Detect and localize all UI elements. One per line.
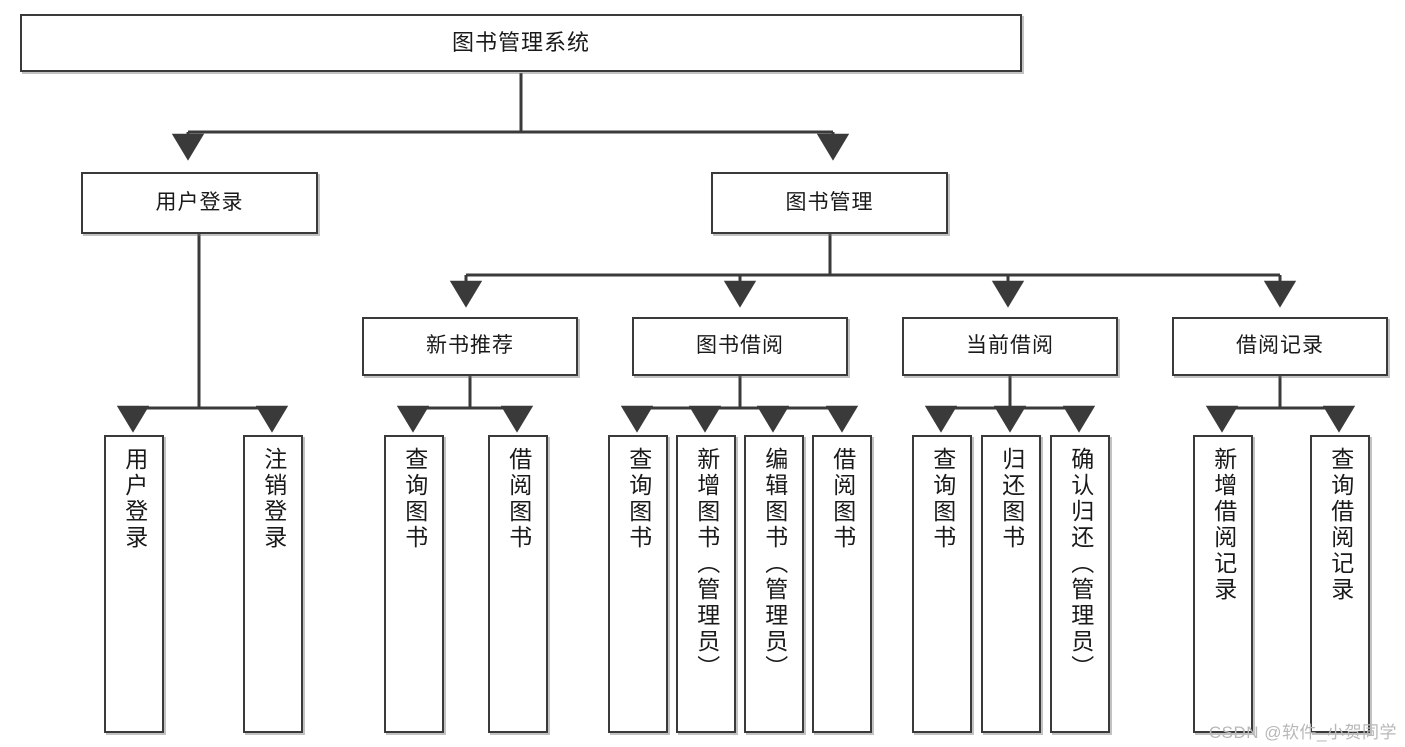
- node-leaf-query-book-1[interactable]: 查询图书: [384, 435, 444, 733]
- node-leaf-add-book[interactable]: 新增图书（管理员）: [676, 435, 736, 733]
- node-label: 当前借阅: [966, 334, 1054, 358]
- node-leaf-add-record[interactable]: 新增借阅记录: [1193, 435, 1253, 733]
- node-current-borrow[interactable]: 当前借阅: [902, 317, 1118, 376]
- node-book-manage[interactable]: 图书管理: [711, 172, 948, 234]
- csdn-watermark: CSDN @软件_小贺同学: [1208, 723, 1397, 742]
- node-label: 借阅记录: [1236, 334, 1324, 358]
- node-label: 图书借阅: [696, 334, 784, 358]
- node-label: 用户登录: [121, 447, 148, 551]
- node-label: 查询借阅记录: [1327, 447, 1354, 603]
- node-leaf-edit-book[interactable]: 编辑图书（管理员）: [744, 435, 804, 733]
- node-label: 用户登录: [155, 190, 244, 214]
- node-label: 归还图书: [998, 447, 1025, 551]
- node-leaf-user-login[interactable]: 用户登录: [104, 435, 164, 733]
- node-borrow-record[interactable]: 借阅记录: [1172, 317, 1388, 376]
- node-label: 图书管理: [785, 190, 874, 214]
- node-label: 借阅图书: [505, 447, 532, 551]
- node-leaf-borrow-book-2[interactable]: 借阅图书: [812, 435, 872, 733]
- node-label: 注销登录: [260, 447, 287, 551]
- node-label: 编辑图书（管理员）: [761, 447, 788, 681]
- node-label: 新增借阅记录: [1210, 447, 1237, 603]
- node-leaf-query-record[interactable]: 查询借阅记录: [1310, 435, 1370, 733]
- node-leaf-return-book[interactable]: 归还图书: [981, 435, 1041, 733]
- node-leaf-confirm-return[interactable]: 确认归还（管理员）: [1050, 435, 1110, 733]
- node-leaf-borrow-book-1[interactable]: 借阅图书: [488, 435, 548, 733]
- node-label: 查询图书: [929, 447, 956, 551]
- node-leaf-query-book-3[interactable]: 查询图书: [912, 435, 972, 733]
- node-leaf-query-book-2[interactable]: 查询图书: [608, 435, 668, 733]
- node-label: 确认归还（管理员）: [1067, 447, 1094, 681]
- node-book-borrow[interactable]: 图书借阅: [632, 317, 848, 376]
- node-leaf-user-logout[interactable]: 注销登录: [243, 435, 303, 733]
- node-label: 借阅图书: [829, 447, 856, 551]
- node-label: 查询图书: [625, 447, 652, 551]
- node-label: 新书推荐: [426, 334, 514, 358]
- node-label: 图书管理系统: [451, 30, 590, 56]
- node-label: 查询图书: [401, 447, 428, 551]
- node-new-book-recommend[interactable]: 新书推荐: [362, 317, 578, 376]
- node-user-login[interactable]: 用户登录: [81, 172, 318, 234]
- node-label: 新增图书（管理员）: [693, 447, 720, 681]
- node-root-system[interactable]: 图书管理系统: [20, 14, 1022, 72]
